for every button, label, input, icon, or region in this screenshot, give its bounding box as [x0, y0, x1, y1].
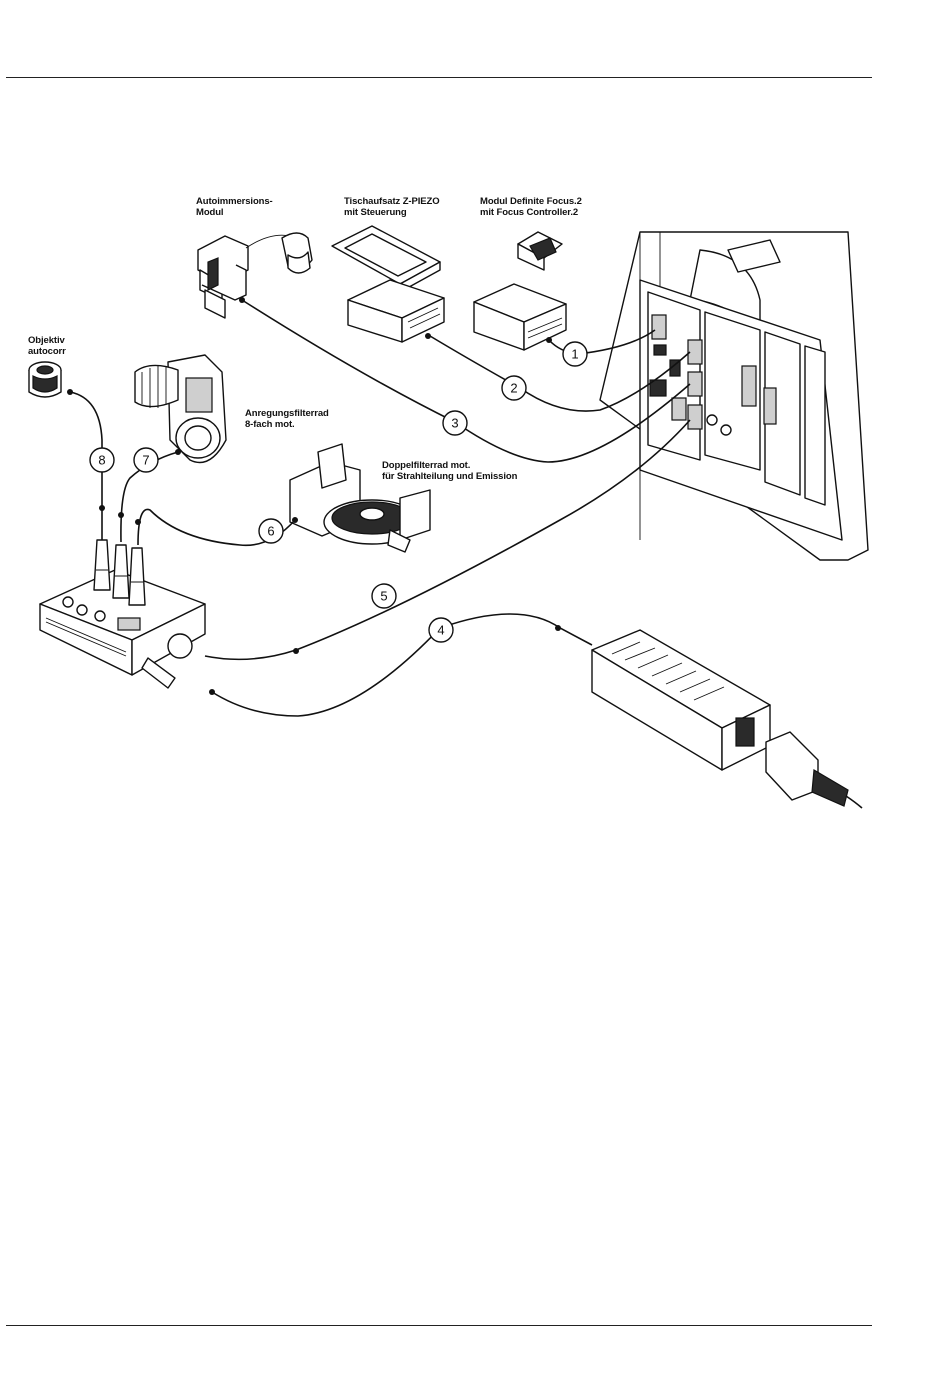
- label-anregung: Anregungsfilterrad 8-fach mot.: [245, 408, 329, 430]
- excitation-filter-wheel: [135, 355, 226, 463]
- svg-text:3: 3: [451, 416, 458, 431]
- callout-8: 8: [90, 448, 114, 472]
- objective-autocorr: [29, 362, 61, 397]
- callout-2: 2: [502, 376, 526, 400]
- definite-focus-and-controller: [474, 232, 566, 350]
- svg-text:8: 8: [98, 453, 105, 468]
- label-zpiezo: Tischaufsatz Z-PIEZO mit Steuerung: [344, 196, 439, 218]
- svg-text:2: 2: [510, 381, 517, 396]
- svg-text:7: 7: [142, 453, 149, 468]
- callout-7: 7: [134, 448, 158, 472]
- power-supply: [592, 630, 770, 770]
- zpiezo-stage-and-controller: [332, 226, 444, 342]
- svg-text:1: 1: [571, 347, 578, 362]
- callout-3: 3: [443, 411, 467, 435]
- svg-text:6: 6: [267, 524, 274, 539]
- mains-plug: [766, 732, 862, 808]
- autoimmersion-module: [198, 233, 312, 318]
- label-definite-focus: Modul Definite Focus.2 mit Focus Control…: [480, 196, 582, 218]
- label-autoimmersion: Autoimmersions- Modul: [196, 196, 273, 218]
- callout-1: 1: [563, 342, 587, 366]
- callout-6: 6: [259, 519, 283, 543]
- callout-4: 4: [429, 618, 453, 642]
- microscope-stand: [600, 232, 868, 560]
- label-objektiv: Objektiv autocorr: [28, 335, 66, 357]
- svg-text:4: 4: [437, 623, 444, 638]
- callout-5: 5: [372, 584, 396, 608]
- label-doppelfilter: Doppelfilterrad mot. für Strahlteilung u…: [382, 460, 517, 482]
- svg-text:5: 5: [380, 589, 387, 604]
